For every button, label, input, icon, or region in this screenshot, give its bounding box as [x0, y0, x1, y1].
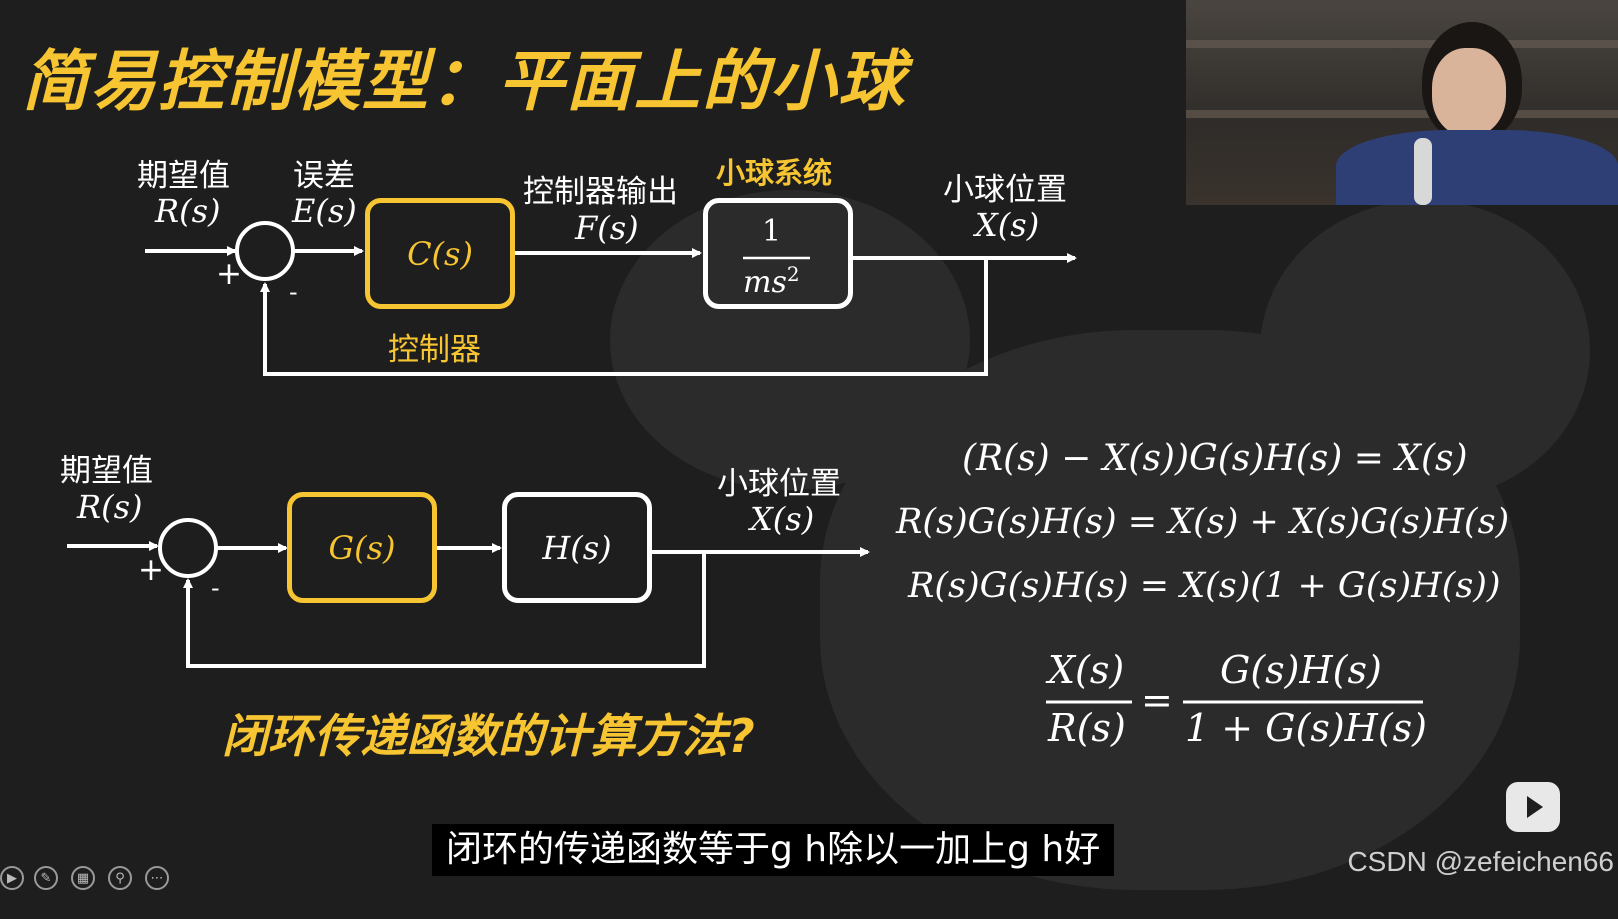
toolbar-play-icon[interactable]: ▶: [0, 866, 24, 890]
slide-title: 简易控制模型：平面上的小球: [22, 43, 906, 120]
d2-minus-sign: -: [211, 574, 220, 602]
plant-denominator-exponent: 2: [786, 262, 800, 286]
shelf-shape: [1186, 110, 1618, 118]
rhs-numerator: G(s)H(s): [1220, 648, 1382, 692]
controller-block: C(s): [365, 198, 515, 309]
d1-output-label: 小球位置: [943, 172, 1067, 208]
play-icon[interactable]: [1506, 782, 1560, 832]
video-subtitle: 闭环的传递函数等于g h除以一加上g h好: [432, 824, 1115, 876]
d2-output-label: 小球位置: [717, 466, 841, 502]
d1-error-label: 误差: [293, 158, 355, 194]
toolbar-zoom-icon[interactable]: ⚲: [108, 866, 132, 890]
d2-desired-label: 期望值: [60, 453, 153, 489]
toolbar-more-icon[interactable]: ⋯: [145, 866, 169, 890]
rhs-denominator: 1 + G(s)H(s): [1185, 706, 1427, 750]
microphone: [1414, 138, 1432, 205]
d1-sum-junction: [235, 221, 295, 281]
plant-label: 小球系统: [716, 156, 833, 190]
h-block-text: H(s): [542, 528, 612, 567]
d2-output-symbol: X(s): [750, 500, 815, 538]
d2-plus-sign: +: [138, 552, 164, 588]
d2-sum-junction: [158, 518, 218, 578]
d2-desired-symbol: R(s): [77, 488, 143, 526]
toolbar-pen-icon[interactable]: ✎: [34, 866, 58, 890]
controller-label: 控制器: [388, 332, 481, 368]
d1-feedback-line: [260, 258, 988, 376]
d2-feedback-line: [183, 552, 706, 668]
question-text: 闭环传递函数的计算方法?: [222, 709, 755, 763]
shelf-shape: [1186, 40, 1618, 48]
person-body: [1336, 130, 1618, 205]
person-face: [1432, 48, 1506, 136]
final-equals: =: [1141, 678, 1173, 722]
d1-output-symbol: X(s): [975, 206, 1040, 244]
d1-error-symbol: E(s): [292, 192, 357, 230]
lhs-denominator: R(s): [1048, 706, 1126, 750]
webcam-overlay: [1186, 0, 1618, 205]
equation-line-1: (R(s) − X(s))G(s)H(s) = X(s): [962, 438, 1468, 479]
g-block-text: G(s): [328, 528, 396, 567]
d1-minus-sign: -: [289, 278, 298, 306]
h-block: H(s): [502, 492, 652, 603]
csdn-watermark: CSDN @zefeichen66: [1347, 846, 1614, 877]
plant-numerator: 1: [762, 214, 782, 249]
plant-denominator-text: ms: [743, 265, 787, 300]
g-block: G(s): [287, 492, 437, 603]
play-icon-glyph: [1527, 796, 1543, 818]
plant-denominator: ms2: [743, 262, 800, 300]
d1-ctrl-output-label: 控制器输出: [523, 174, 678, 210]
equation-line-3: R(s)G(s)H(s) = X(s)(1 + G(s)H(s)): [908, 566, 1501, 606]
toolbar-layout-icon[interactable]: ▦: [71, 866, 95, 890]
controller-block-text: C(s): [407, 234, 473, 273]
d1-plus-sign: +: [216, 256, 242, 292]
d1-desired-symbol: R(s): [155, 192, 221, 230]
plant-block: [703, 198, 853, 309]
equation-line-2: R(s)G(s)H(s) = X(s) + X(s)G(s)H(s): [896, 502, 1510, 542]
d1-desired-label: 期望值: [137, 158, 230, 194]
lhs-numerator: X(s): [1048, 648, 1125, 692]
d1-ctrl-output-symbol: F(s): [575, 209, 639, 247]
background-shape: [1260, 200, 1590, 500]
